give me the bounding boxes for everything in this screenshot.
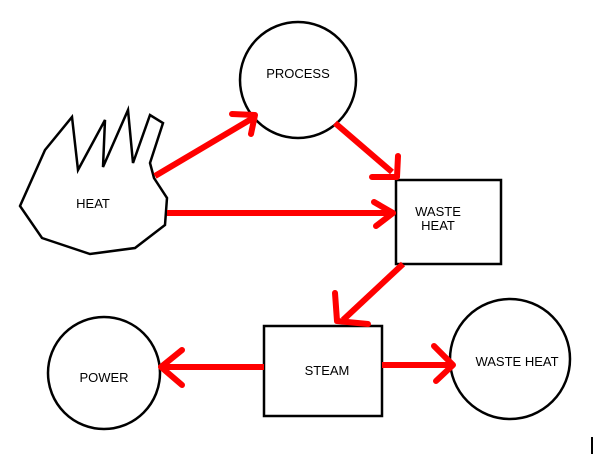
heat-flame-shape [18,105,169,256]
arrow-process-to-waste-heat-shaft [333,120,394,175]
arrow-heat-to-process [153,111,258,179]
arrow-process-to-waste-heat-head [369,153,401,180]
heat-node: HEAT [18,105,169,256]
waste-heat-box-label-line2: HEAT [421,218,455,233]
power-node: POWER [46,315,162,431]
power-label: POWER [79,370,128,385]
arrow-heat-to-process-head [229,111,258,137]
heat-label: HEAT [76,196,110,211]
arrow-process-to-waste-heat [333,120,401,180]
waste-heat-box-label-line1: WASTE [415,204,461,219]
arrow-heat-to-waste-heat [167,199,396,229]
arrow-waste-heat-to-steam [332,261,406,327]
steam-label: STEAM [305,363,350,378]
arrow-heat-to-process-shaft [153,115,255,179]
arrow-waste-heat-to-steam-shaft [340,261,406,323]
process-label: PROCESS [266,66,330,81]
arrow-steam-to-power [158,347,264,388]
process-circle [238,20,358,140]
arrow-steam-to-waste-heat-circle [382,343,456,384]
waste-heat-circle-node: WASTE HEAT [448,297,572,421]
waste-heat-box-node: WASTE HEAT [394,178,503,266]
arrow-waste-heat-to-steam-head [332,290,371,327]
arrow-heat-to-waste-heat-head [371,199,396,229]
process-node: PROCESS [238,20,358,140]
arrow-steam-to-waste-heat-circle-head [431,343,456,384]
arrow-steam-to-power-head [158,347,185,388]
steam-node: STEAM [262,324,384,418]
waste-heat-box [394,178,503,266]
power-circle [46,315,162,431]
steam-box [262,324,384,418]
waste-heat-circle-label: WASTE HEAT [475,354,558,369]
